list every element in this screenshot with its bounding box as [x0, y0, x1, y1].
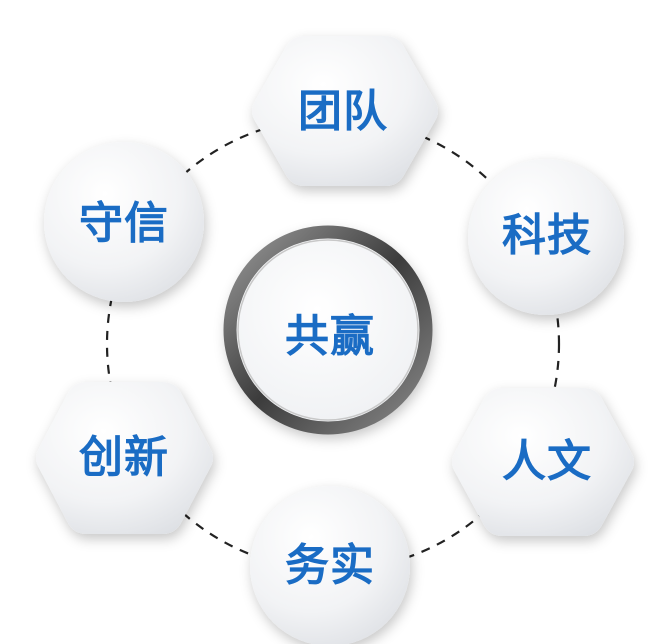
node-humanity-label: 人文: [502, 436, 592, 487]
dashed-connector-ring: [105, 116, 561, 572]
node-integrity-label: 守信: [79, 198, 169, 249]
node-tech-label: 科技: [502, 210, 592, 261]
center-label: 共赢: [285, 311, 375, 362]
node-pragmatic-label: 务实: [285, 540, 375, 591]
node-pragmatic-shape: [250, 486, 410, 644]
node-innovation-shape: [36, 382, 213, 534]
node-tech-shape: [468, 159, 624, 315]
node-humanity-shape: [452, 388, 634, 536]
node-innovation-label: 创新: [79, 432, 169, 483]
center-node: [223, 225, 433, 435]
node-integrity-shape: [44, 142, 204, 302]
node-team-label: 团队: [298, 86, 388, 137]
node-team-shape: [252, 36, 438, 186]
